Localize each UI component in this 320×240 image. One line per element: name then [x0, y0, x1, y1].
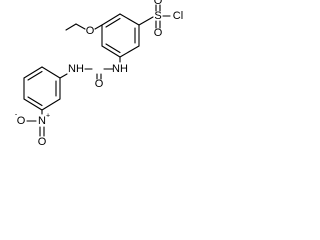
nitro-nitrogen-charge: + [46, 113, 50, 120]
sulfonyl-oxygen-bottom-label: O [154, 27, 163, 39]
nitro-oxygen-top-label: O [17, 115, 26, 127]
chemical-structure: S Cl O O O NH NH O N + O - O [15, 0, 183, 148]
ether-oxygen-label: O [86, 25, 95, 37]
atom-labels: S Cl O O O NH NH O N + O - O [15, 0, 183, 148]
nitro-nitrogen-label: N [38, 115, 46, 127]
bond [23, 98, 43, 111]
urea-nh-right-label: NH [112, 63, 128, 75]
chlorine-atom-label: Cl [173, 10, 183, 22]
bond [105, 43, 121, 54]
bond [75, 23, 86, 30]
bond [27, 96, 43, 107]
bond [59, 73, 68, 79]
bond [41, 98, 61, 111]
bond [94, 24, 103, 30]
urea-nh-left-label: NH [68, 63, 84, 75]
bond [41, 66, 61, 79]
bond [27, 70, 43, 81]
bond [101, 45, 121, 58]
nitro-oxygen-bottom-label: O [38, 136, 47, 148]
carbonyl-oxygen-label: O [95, 78, 104, 90]
bond [65, 23, 77, 31]
bond [119, 13, 140, 26]
bond [101, 13, 121, 26]
bond-lines [23, 4, 171, 137]
bond [105, 17, 121, 28]
sulfonyl-oxygen-top-label: O [154, 0, 163, 7]
bond [119, 45, 140, 58]
bond [23, 66, 43, 79]
nitro-oxygen-charge: - [15, 112, 18, 119]
sulfur-atom-label: S [154, 10, 161, 22]
bond [138, 16, 154, 26]
